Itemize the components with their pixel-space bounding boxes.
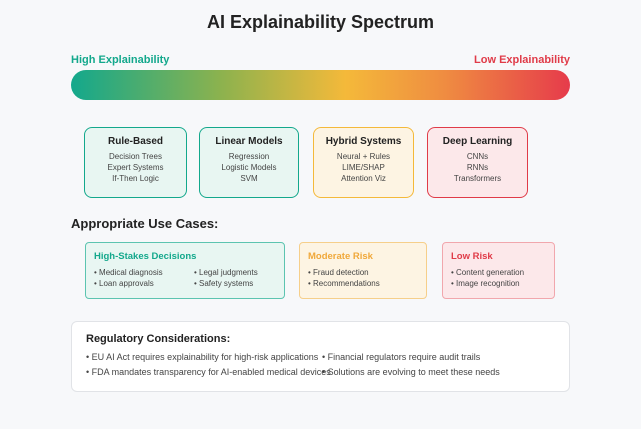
use-case-item: • Legal judgments xyxy=(194,268,258,277)
model-item: Transformers xyxy=(453,174,502,183)
use-case-item: • Fraud detection xyxy=(308,268,369,277)
use-case-low-risk: Low Risk • Content generation • Image re… xyxy=(442,242,555,299)
page-title: AI Explainability Spectrum xyxy=(206,12,435,32)
high-explainability-label: High Explainability xyxy=(71,54,170,66)
model-item: Logistic Models xyxy=(221,163,277,172)
low-explainability-label: Low Explainability xyxy=(474,54,570,66)
regulatory-item: • Solutions are evolving to meet these n… xyxy=(322,367,500,377)
regulatory-item: • FDA mandates transparency for AI-enabl… xyxy=(86,367,331,377)
use-case-title: High-Stakes Decisions xyxy=(94,251,197,262)
model-item: SVM xyxy=(240,174,258,183)
model-title: Deep Learning xyxy=(442,136,513,147)
regulatory-considerations-panel: Regulatory Considerations: • EU AI Act r… xyxy=(71,321,570,392)
use-case-item: • Medical diagnosis xyxy=(94,268,163,277)
use-case-item: • Image recognition xyxy=(451,279,520,288)
model-title: Linear Models xyxy=(215,136,283,147)
model-box-rule-based: Rule-Based Decision Trees Expert Systems… xyxy=(84,127,187,198)
model-item: CNNs xyxy=(466,152,489,161)
use-case-item: • Safety systems xyxy=(194,279,254,288)
model-item: Decision Trees xyxy=(109,152,162,161)
use-cases-heading: Appropriate Use Cases: xyxy=(71,216,219,231)
regulatory-item: • Financial regulators require audit tra… xyxy=(322,352,481,362)
model-title: Hybrid Systems xyxy=(325,136,402,147)
use-case-title: Low Risk xyxy=(451,251,493,262)
explainability-gradient-bar xyxy=(71,70,570,100)
model-box-hybrid-systems: Hybrid Systems Neural + Rules LIME/SHAP … xyxy=(313,127,414,198)
model-item: Regression xyxy=(228,152,270,161)
use-case-item: • Loan approvals xyxy=(94,279,154,288)
model-item: Expert Systems xyxy=(107,163,164,172)
use-case-title: Moderate Risk xyxy=(308,251,373,262)
model-title: Rule-Based xyxy=(107,136,163,147)
model-item: If-Then Logic xyxy=(112,174,159,183)
regulatory-heading: Regulatory Considerations: xyxy=(86,333,231,345)
model-item: Neural + Rules xyxy=(336,152,391,161)
use-case-high-stakes: High-Stakes Decisions • Medical diagnosi… xyxy=(85,242,285,299)
model-item: Attention Viz xyxy=(341,174,386,183)
model-box-linear-models: Linear Models Regression Logistic Models… xyxy=(199,127,299,198)
regulatory-item: • EU AI Act requires explainability for … xyxy=(86,352,319,362)
use-case-moderate-risk: Moderate Risk • Fraud detection • Recomm… xyxy=(299,242,427,299)
model-item: LIME/SHAP xyxy=(342,163,385,172)
use-case-item: • Content generation xyxy=(451,268,525,277)
model-box-deep-learning: Deep Learning CNNs RNNs Transformers xyxy=(427,127,528,198)
use-case-item: • Recommendations xyxy=(308,279,380,288)
model-item: RNNs xyxy=(466,163,489,172)
